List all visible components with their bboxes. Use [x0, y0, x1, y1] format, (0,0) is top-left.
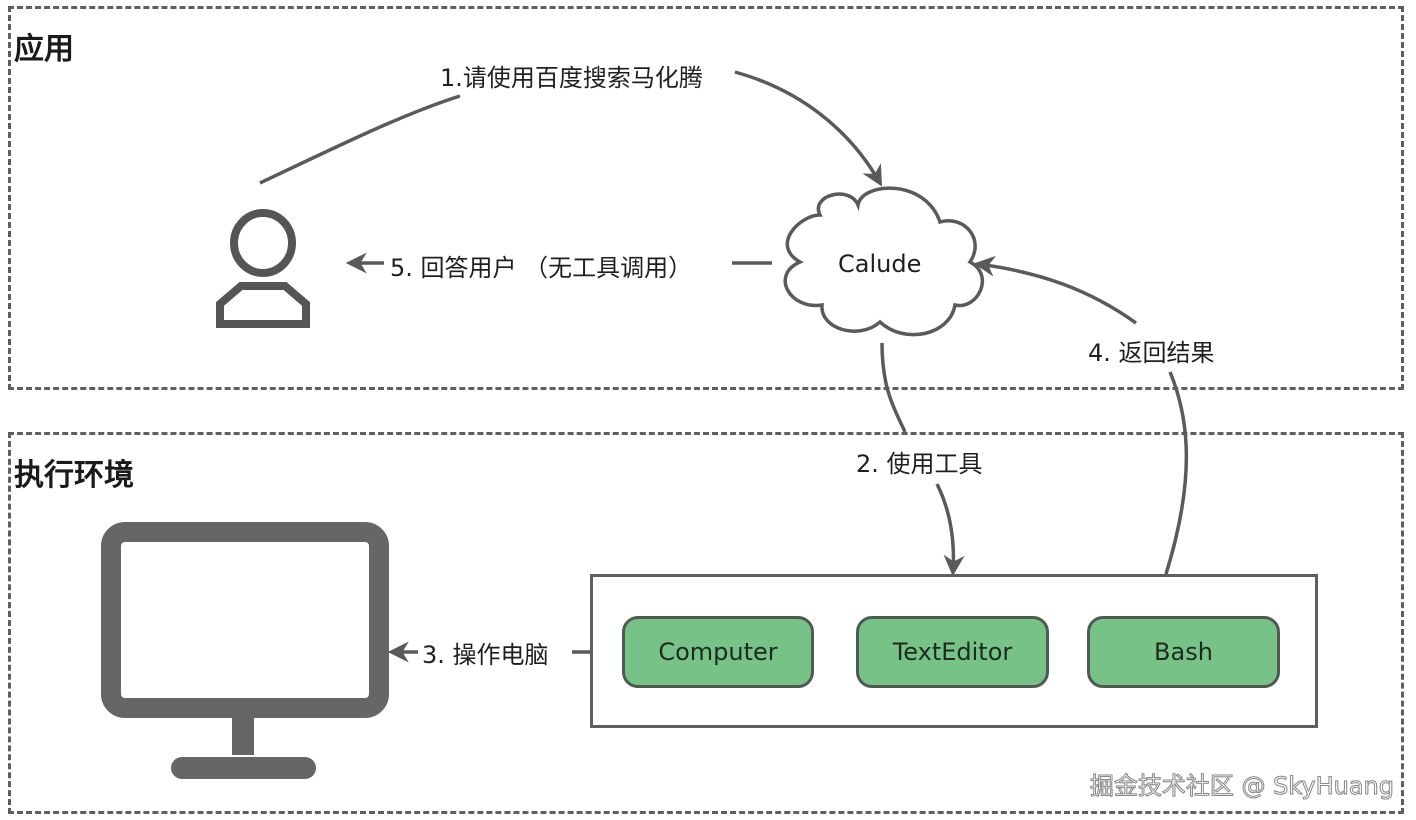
edge-1-arrow-head	[734, 70, 883, 187]
edge-4-arrow-head	[973, 255, 1138, 325]
edge-label-5: 5. 回答用户 （无工具调用）	[390, 248, 693, 283]
tools-container	[590, 574, 1318, 728]
monitor-icon	[101, 522, 389, 779]
edge-2-arrow-head	[935, 483, 965, 577]
edge-label-3: 3. 操作电脑	[422, 635, 549, 670]
edge-label-2: 2. 使用工具	[856, 444, 983, 479]
zone-title-app: 应用	[14, 32, 74, 67]
edge-4-line	[1164, 371, 1189, 575]
cloud-icon	[783, 186, 984, 337]
edge-1-arrow	[259, 94, 461, 185]
zone-app	[8, 6, 1404, 390]
edge-2-line	[880, 342, 907, 433]
watermark: 掘金技术社区 @ SkyHuang	[1089, 772, 1394, 801]
edge-label-4: 4. 返回结果	[1088, 333, 1215, 368]
tool-bash: Bash	[1087, 616, 1280, 688]
tool-texteditor: TextEditor	[856, 616, 1049, 688]
zone-title-exec: 执行环境	[14, 458, 134, 493]
edge-label-1: 1.请使用百度搜索马化腾	[440, 58, 703, 93]
user-icon	[216, 209, 310, 328]
zone-exec	[8, 432, 1404, 814]
tool-computer: Computer	[622, 616, 814, 688]
llm-node-label: Calude	[838, 250, 922, 278]
